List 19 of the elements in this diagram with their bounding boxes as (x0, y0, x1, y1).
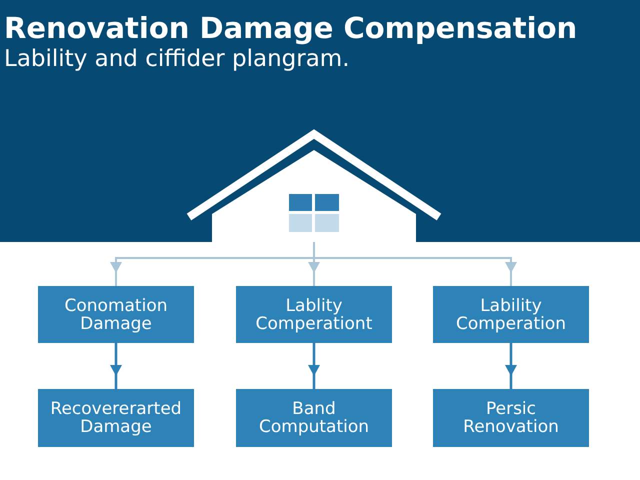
box-label: Persic Renovation (463, 400, 559, 436)
box-label: Lablity Comperationt (256, 296, 372, 332)
arrow (313, 242, 517, 286)
process-box (433, 389, 589, 447)
box-label: Recovererarted Damage (50, 400, 182, 436)
box-label: Lability Comperation (456, 296, 566, 332)
subtitle: Lability and ciffider plangram. (4, 46, 350, 73)
process-box (38, 389, 194, 447)
process-box (236, 389, 392, 447)
house-illustration (186, 128, 442, 242)
arrow (505, 343, 517, 389)
box-label: Band Computation (258, 400, 370, 436)
box-label: Conomation Damage (64, 296, 168, 332)
process-box (236, 286, 392, 343)
arrow (308, 343, 320, 389)
arrow (110, 343, 122, 389)
process-box (433, 286, 589, 343)
process-box (38, 286, 194, 343)
title: Renovation Damage Compensation (4, 11, 578, 45)
